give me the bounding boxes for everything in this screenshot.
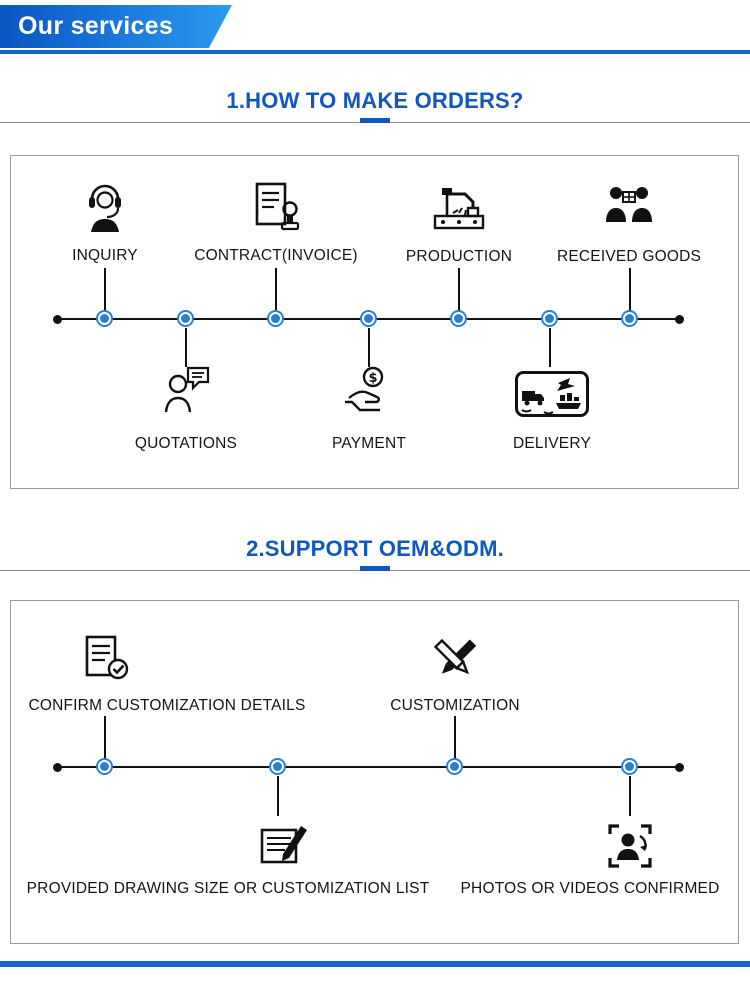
section1-heading: 1.HOW TO MAKE ORDERS?: [226, 88, 524, 113]
timeline-end-dot: [675, 315, 684, 324]
banner-title: Our services: [18, 12, 174, 40]
timeline-node: [179, 312, 192, 325]
connector-line: [277, 776, 279, 816]
step-label-contract: CONTRACT(INVOICE): [194, 247, 358, 264]
banner: Our services: [0, 5, 232, 48]
headset-agent-icon: [77, 180, 133, 236]
timeline-node: [98, 760, 111, 773]
oem-flow-box: [10, 600, 739, 944]
step-label-photos: PHOTOS OR VIDEOS CONFIRMED: [460, 880, 720, 897]
connector-line: [104, 716, 106, 759]
drawing-list-pencil-icon: [255, 818, 311, 874]
logistics-transport-icon: [514, 370, 590, 418]
step-label-production: PRODUCTION: [405, 248, 513, 265]
hand-coin-icon: $: [341, 364, 397, 420]
timeline-end-dot: [53, 763, 62, 772]
person-speech-bubble-icon: [158, 364, 214, 420]
step-label-quotations: QUOTATIONS: [134, 435, 238, 452]
timeline-end-dot: [53, 315, 62, 324]
step-label-payment: PAYMENT: [331, 435, 407, 452]
timeline-node: [452, 312, 465, 325]
document-check-icon: [79, 632, 135, 688]
connector-line: [629, 268, 631, 311]
people-exchange-icon: [601, 180, 657, 236]
svg-text:$: $: [368, 371, 377, 386]
timeline-node: [271, 760, 284, 773]
timeline-node: [448, 760, 461, 773]
step-label-delivery: DELIVERY: [513, 435, 591, 452]
step-label-drawing: PROVIDED DRAWING SIZE OR CUSTOMIZATION L…: [26, 880, 430, 897]
oem-timeline-line: [57, 766, 679, 768]
step-label-inquiry: INQUIRY: [72, 247, 138, 264]
timeline-node: [623, 760, 636, 773]
connector-line: [549, 328, 551, 367]
connector-line: [104, 268, 106, 311]
connector-line: [629, 776, 631, 816]
connector-line: [458, 268, 460, 311]
timeline-end-dot: [675, 763, 684, 772]
top-blue-rule: [0, 50, 750, 54]
connector-line: [454, 716, 456, 759]
bottom-blue-rule: [0, 961, 750, 967]
section1-heading-underline: [360, 118, 390, 123]
step-label-customization: CUSTOMIZATION: [390, 697, 520, 714]
timeline-node: [269, 312, 282, 325]
connector-line: [275, 268, 277, 311]
contract-stamp-icon: [248, 180, 304, 236]
timeline-node: [362, 312, 375, 325]
section2-heading: 2.SUPPORT OEM&ODM.: [246, 536, 504, 561]
timeline-node: [623, 312, 636, 325]
crossed-pencils-icon: [427, 632, 483, 688]
step-label-received: RECEIVED GOODS: [556, 248, 702, 265]
section2-heading-underline: [360, 566, 390, 571]
timeline-node: [543, 312, 556, 325]
photo-frame-person-icon: [602, 818, 658, 874]
production-machine-icon: [431, 180, 487, 236]
connector-line: [368, 328, 370, 367]
timeline-node: [98, 312, 111, 325]
step-label-confirm: CONFIRM CUSTOMIZATION DETAILS: [28, 697, 306, 714]
connector-line: [185, 328, 187, 367]
